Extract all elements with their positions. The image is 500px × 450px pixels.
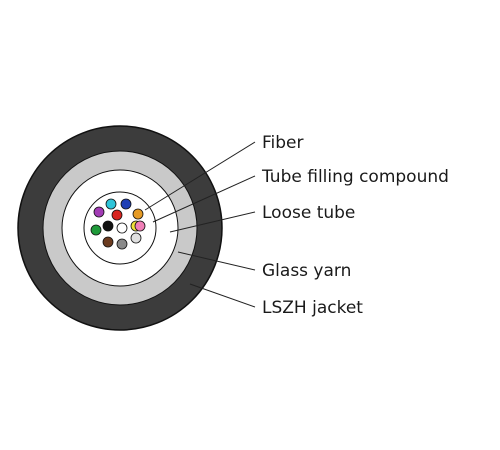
fiber-bundle xyxy=(90,198,146,250)
tube-filling-compound-leader-line xyxy=(152,175,256,223)
fiber-strand xyxy=(116,222,128,234)
fiber-strand xyxy=(90,224,102,236)
fiber-strand xyxy=(116,238,128,250)
fiber-strand xyxy=(132,208,144,220)
lszh-jacket-leader-line xyxy=(189,283,256,308)
loose-tube-label: Loose tube xyxy=(262,203,355,223)
loose-tube-leader-line xyxy=(169,211,256,233)
glass-yarn-leader-line xyxy=(177,251,256,271)
tube-filling-compound-label: Tube filling compound xyxy=(261,167,449,187)
fiber-label: Fiber xyxy=(262,133,304,153)
glass-yarn-label: Glass yarn xyxy=(262,261,351,281)
fiber-strand xyxy=(102,236,114,248)
lszh-jacket-label: LSZH jacket xyxy=(262,298,363,318)
fiber-strand xyxy=(134,220,146,232)
fiber-strand xyxy=(111,209,123,221)
fiber-strand xyxy=(105,198,117,210)
fiber-strand xyxy=(93,206,105,218)
fiber-strand xyxy=(102,220,114,232)
fiber-strand xyxy=(120,198,132,210)
fiber-strand xyxy=(130,232,142,244)
fiber-leader-line xyxy=(144,141,256,211)
